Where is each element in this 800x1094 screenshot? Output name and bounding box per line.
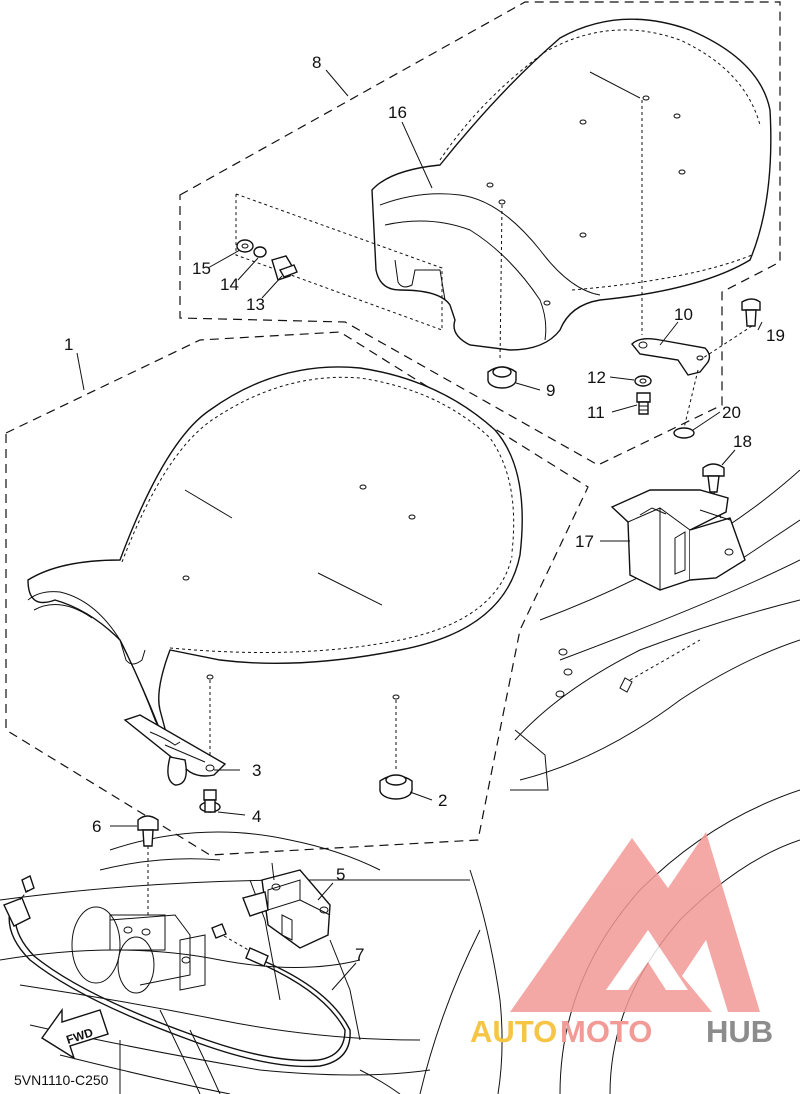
rear-seat — [371, 18, 772, 361]
watermark-text: AUTO MOTO HUB — [470, 1014, 773, 1049]
watermark-auto: AUTO — [470, 1014, 557, 1049]
bracket-10 — [631, 337, 711, 376]
bolt-11 — [636, 392, 651, 415]
callout-6: 6 — [92, 817, 101, 836]
nut-12 — [634, 375, 652, 387]
callout-11: 11 — [587, 403, 605, 422]
callout-13: 13 — [246, 295, 265, 314]
bolt-4 — [199, 789, 221, 813]
seat-lock-cable-7 — [3, 875, 351, 1068]
callout-labels: 1 2 3 4 5 6 7 8 9 10 11 12 13 14 15 16 1… — [64, 53, 785, 964]
callout-14: 14 — [220, 275, 239, 294]
rear-seat-inner-plate — [235, 193, 443, 331]
callout-19: 19 — [766, 326, 785, 345]
bolt-19 — [699, 298, 761, 361]
callout-12: 12 — [587, 368, 606, 387]
bolt-13-washer-14-15 — [236, 239, 298, 281]
callout-3: 3 — [252, 761, 261, 780]
callout-16: 16 — [388, 103, 407, 122]
watermark-moto: MOTO — [560, 1014, 652, 1049]
callout-4: 4 — [252, 807, 261, 826]
callout-5: 5 — [336, 865, 345, 884]
guide-line-20 — [683, 369, 699, 429]
watermark-hub: HUB — [706, 1014, 773, 1049]
group-outline-rider-seat — [5, 331, 589, 856]
bolt-6 — [137, 815, 159, 915]
seat-lock-5 — [242, 862, 331, 949]
callout-18: 18 — [733, 432, 752, 451]
fwd-arrow: FWD — [40, 1007, 109, 1060]
callout-7: 7 — [355, 945, 364, 964]
rider-seat — [27, 366, 523, 770]
damper-9 — [487, 366, 517, 389]
leader-lines — [76, 69, 763, 991]
watermark-logo — [510, 832, 760, 1012]
bolt-18 — [702, 463, 729, 546]
bracket-17 — [610, 489, 746, 591]
callout-20: 20 — [722, 403, 741, 422]
callout-10: 10 — [674, 305, 693, 324]
damper-2 — [379, 774, 413, 800]
diagram-code: 5VN1110-C250 — [14, 1072, 109, 1088]
callout-1: 1 — [64, 335, 73, 354]
callout-8: 8 — [312, 53, 321, 72]
bracket-3 — [123, 714, 227, 786]
callout-9: 9 — [546, 381, 555, 400]
callout-15: 15 — [192, 259, 211, 278]
washer-20 — [673, 427, 695, 439]
callout-17: 17 — [575, 532, 594, 551]
callout-2: 2 — [438, 791, 447, 810]
watermark-logo-mark — [510, 832, 760, 1012]
